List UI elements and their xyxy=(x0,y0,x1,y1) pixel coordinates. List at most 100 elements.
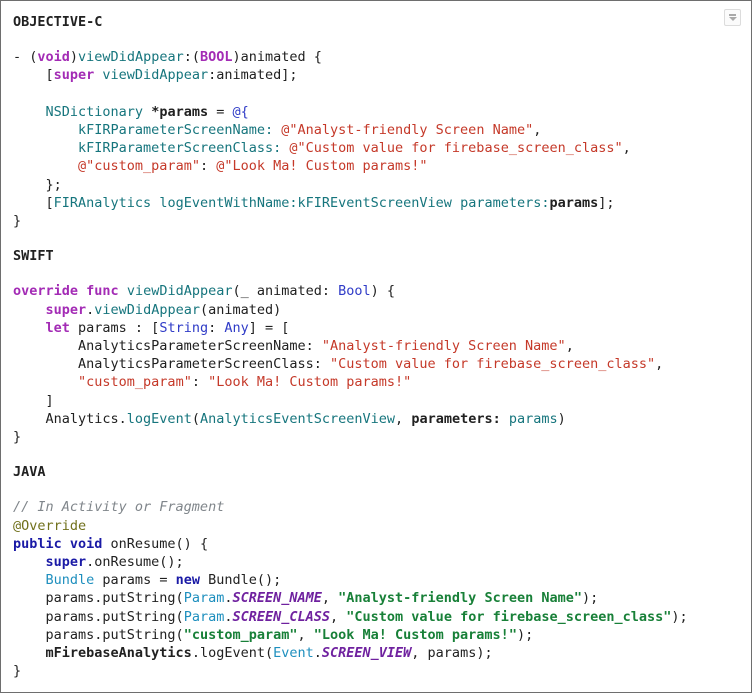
code-token: ) xyxy=(557,410,566,427)
code-line: ] xyxy=(13,392,739,410)
code-token: : xyxy=(208,319,225,336)
code-line: } xyxy=(13,428,739,446)
code-token: parameters: xyxy=(411,410,501,427)
code-token: "custom_param" xyxy=(78,374,192,391)
code-line: kFIRParameterScreenClass: @"Custom value… xyxy=(13,139,739,157)
code-token: params.putString( xyxy=(13,590,184,607)
code-token: kFIRParameterScreenClass: xyxy=(78,140,282,157)
collapse-triangle-icon xyxy=(728,14,737,21)
code-token: params : [ xyxy=(69,319,160,336)
code-token: viewDidAppear xyxy=(94,301,200,318)
code-token: super xyxy=(53,67,95,84)
code-token xyxy=(143,104,151,120)
code-token: ); xyxy=(516,626,534,643)
code-token: let xyxy=(45,319,70,336)
code-token: }; xyxy=(13,176,62,193)
code-token xyxy=(13,122,78,138)
section-label-java: JAVA xyxy=(13,464,46,481)
code-token xyxy=(13,140,78,156)
code-token: "Custom value for firebase_screen_class" xyxy=(329,356,656,373)
code-token: ] xyxy=(13,392,54,409)
code-token: Bool xyxy=(338,283,371,300)
code-token: @"Look Ma! Custom params!" xyxy=(216,158,428,175)
code-line xyxy=(13,85,739,103)
collapse-button[interactable] xyxy=(724,9,741,26)
code-token: ); xyxy=(581,590,599,607)
code-token: BOOL xyxy=(199,49,233,66)
code-line: AnalyticsParameterScreenClass: "Custom v… xyxy=(13,355,739,373)
code-token: . xyxy=(86,301,95,318)
code-token: params.putString( xyxy=(13,608,184,625)
code-token: NSDictionary xyxy=(45,103,144,120)
code-line: params.putString("custom_param", "Look M… xyxy=(13,626,739,644)
code-line: [super viewDidAppear:animated]; xyxy=(13,66,739,84)
code-line: @"custom_param": @"Look Ma! Custom param… xyxy=(13,157,739,175)
code-token: params xyxy=(508,410,558,427)
code-token: , xyxy=(533,122,542,138)
code-token: .logEvent( xyxy=(191,645,274,662)
code-token: } xyxy=(13,663,22,680)
section-label-swift: SWIFT xyxy=(13,248,54,265)
code-token: parameters: xyxy=(460,194,550,211)
code-token: @Override xyxy=(13,517,87,534)
code-token: public void xyxy=(13,535,103,552)
code-token: override func xyxy=(13,283,119,300)
code-line: NSDictionary *params = @{ xyxy=(13,103,739,121)
section-label-objective-c: OBJECTIVE-C xyxy=(13,14,103,30)
code-line: override func viewDidAppear(_ animated: … xyxy=(13,282,739,300)
code-token: Any xyxy=(224,319,249,336)
code-line: AnalyticsParameterScreenName: "Analyst-f… xyxy=(13,337,739,355)
code-token: FIRAnalytics xyxy=(53,194,152,211)
code-token: @"custom_param" xyxy=(78,158,200,175)
code-line: @Override xyxy=(13,517,739,535)
code-token: logEventWithName: xyxy=(159,194,298,211)
code-line: kFIRParameterScreenName: @"Analyst-frien… xyxy=(13,121,739,139)
code-sections: OBJECTIVE-C- (void)viewDidAppear:(BOOL)a… xyxy=(13,13,739,680)
code-token: } xyxy=(13,429,22,446)
code-token: } xyxy=(13,213,22,230)
code-token xyxy=(501,411,509,427)
code-token: - ( xyxy=(13,49,38,66)
code-line: params.putString(Param.SCREEN_CLASS, "Cu… xyxy=(13,608,739,626)
code-token: @{ xyxy=(232,103,249,120)
code-section-objective-c: OBJECTIVE-C- (void)viewDidAppear:(BOOL)a… xyxy=(13,13,739,230)
code-token: , xyxy=(395,410,412,427)
code-token xyxy=(452,195,460,211)
code-token xyxy=(13,572,46,588)
code-token: . xyxy=(313,645,322,662)
code-token: onResume() { xyxy=(102,535,209,552)
code-token: "Custom value for firebase_screen_class" xyxy=(346,608,672,625)
code-token: *params xyxy=(151,103,209,120)
code-token xyxy=(13,158,78,174)
code-token: mFirebaseAnalytics xyxy=(45,645,192,662)
code-line: "custom_param": "Look Ma! Custom params!… xyxy=(13,373,739,391)
code-token: ); xyxy=(671,608,688,625)
code-line: // In Activity or Fragment xyxy=(13,498,739,516)
code-token: Param xyxy=(183,608,225,625)
code-token: AnalyticsEventScreenView xyxy=(199,410,396,427)
code-token: . xyxy=(224,608,233,625)
code-token: , xyxy=(321,590,339,607)
code-token: :animated]; xyxy=(208,67,298,84)
code-token: SCREEN_CLASS xyxy=(232,608,331,625)
code-token: ] = [ xyxy=(248,319,290,336)
code-token: super xyxy=(45,554,87,571)
code-token: "Look Ma! Custom params!" xyxy=(208,374,412,391)
code-token xyxy=(13,302,46,318)
code-token: params xyxy=(549,194,599,211)
code-token xyxy=(119,283,127,299)
code-line: let params : [String: Any] = [ xyxy=(13,319,739,337)
code-token: super xyxy=(45,301,87,318)
code-token xyxy=(13,320,46,336)
code-token xyxy=(13,554,46,570)
code-token: ) { xyxy=(370,283,396,300)
code-token: . xyxy=(224,590,233,607)
code-line: super.viewDidAppear(animated) xyxy=(13,301,739,319)
code-token: , params); xyxy=(411,645,493,662)
code-token: kFIREventScreenView xyxy=(297,194,452,211)
code-token: = xyxy=(208,103,233,120)
code-token: Bundle xyxy=(45,572,95,589)
code-token: void xyxy=(37,49,70,66)
code-line: Analytics.logEvent(AnalyticsEventScreenV… xyxy=(13,410,739,428)
